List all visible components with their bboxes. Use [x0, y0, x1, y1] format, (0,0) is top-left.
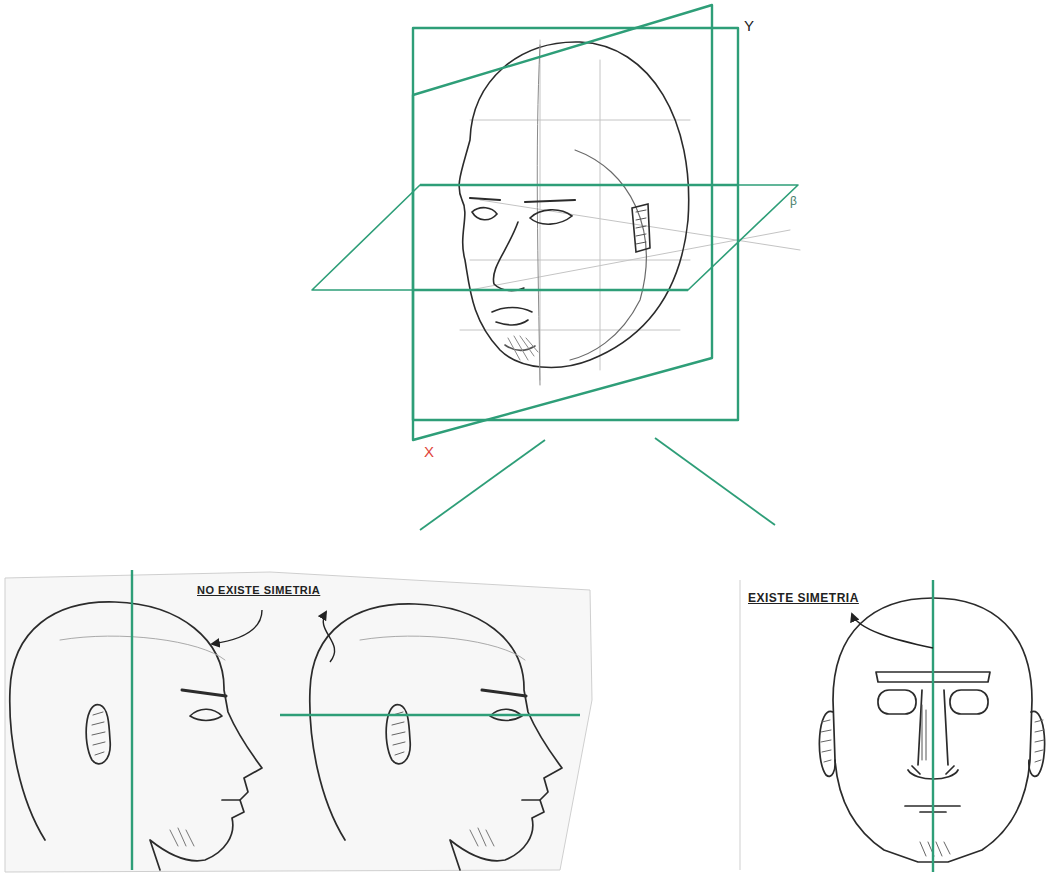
- head-outline: [310, 604, 562, 870]
- cranium-curve: [60, 636, 225, 660]
- symmetry-axis-right: [932, 580, 934, 872]
- mouth: [492, 308, 532, 325]
- horizontal-plane: [312, 185, 798, 290]
- profile-head-1: [10, 602, 262, 870]
- nose-shading: [922, 705, 926, 760]
- plane-letter: Y: [744, 17, 755, 34]
- eye-right: [950, 690, 988, 714]
- note-text: EXISTE SIMETRIA: [748, 592, 859, 606]
- panel-edge: [740, 580, 741, 870]
- chin-shading: [920, 842, 950, 856]
- paper-cutout: [5, 572, 592, 872]
- frontal-plane: [413, 28, 738, 420]
- eye-left: [878, 690, 916, 714]
- chin-shading: [508, 336, 538, 360]
- eye: [190, 709, 222, 720]
- branch-lines: [420, 438, 775, 530]
- mouth: [522, 799, 540, 801]
- profile-head-2: [310, 604, 562, 870]
- nose: [493, 222, 524, 291]
- ear: [86, 705, 110, 764]
- profile-heads: [10, 602, 562, 870]
- horizontal-axis: [280, 714, 580, 716]
- arrow-from-head-2: [323, 612, 334, 662]
- cranium-curve: [360, 636, 525, 660]
- plane-intersection: [413, 185, 738, 290]
- brow: [470, 198, 575, 202]
- ear-shading: [392, 712, 405, 755]
- symmetry-axes-left: [132, 570, 580, 870]
- top-head: [459, 40, 800, 385]
- eye-left: [472, 208, 497, 220]
- reference-planes: [312, 5, 798, 440]
- ear: [386, 705, 410, 764]
- arrow-to-head-1: [212, 610, 262, 644]
- eye-right: [530, 210, 572, 224]
- eyebrow: [482, 690, 526, 696]
- axis-letter: X: [424, 443, 435, 460]
- leader-arrows: [212, 610, 335, 662]
- face-center-line: [537, 45, 540, 385]
- arrow-to-label-right: [852, 614, 933, 648]
- head-outline: [10, 602, 262, 870]
- plane-letter: β: [790, 195, 797, 209]
- head-outline: [459, 42, 689, 367]
- vertical-axis: [131, 570, 133, 870]
- ear-shading: [92, 712, 105, 755]
- branch-right: [655, 438, 775, 525]
- jaw-shading: [170, 828, 194, 846]
- ear-shading: [636, 210, 646, 244]
- cheek-curve: [570, 150, 646, 360]
- ear: [632, 204, 650, 252]
- branch-left: [420, 440, 545, 530]
- note-text: NO EXISTE SIMETRIA: [197, 584, 320, 597]
- sketch-construction: [460, 40, 800, 380]
- sagittal-plane: [413, 5, 712, 440]
- jaw-shading: [470, 828, 494, 846]
- eyebrow: [182, 690, 226, 696]
- mouth: [222, 799, 240, 801]
